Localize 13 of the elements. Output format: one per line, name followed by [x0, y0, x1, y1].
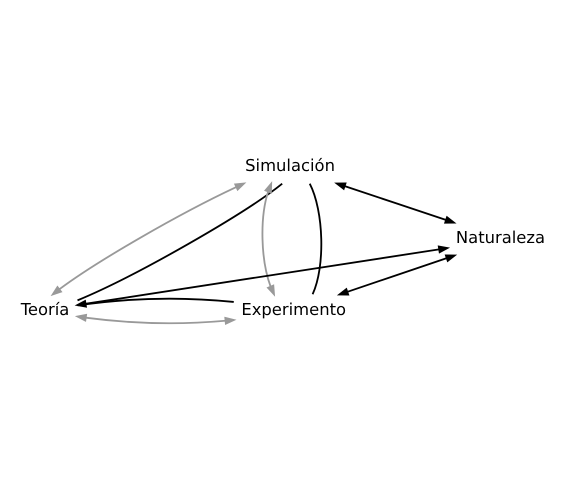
node-text: Teoría: [20, 299, 70, 318]
node-text: Naturaleza: [456, 228, 546, 247]
connector: [308, 182, 322, 294]
arrow: [74, 244, 450, 308]
arrow: [50, 182, 246, 296]
connector: [77, 182, 283, 301]
connector: [77, 297, 234, 306]
arrow: [74, 313, 236, 324]
arrow: [334, 182, 457, 224]
arrow: [336, 254, 458, 296]
node-text: Simulación: [245, 156, 335, 175]
arrow: [262, 180, 276, 296]
node-text: Experimento: [241, 299, 346, 318]
